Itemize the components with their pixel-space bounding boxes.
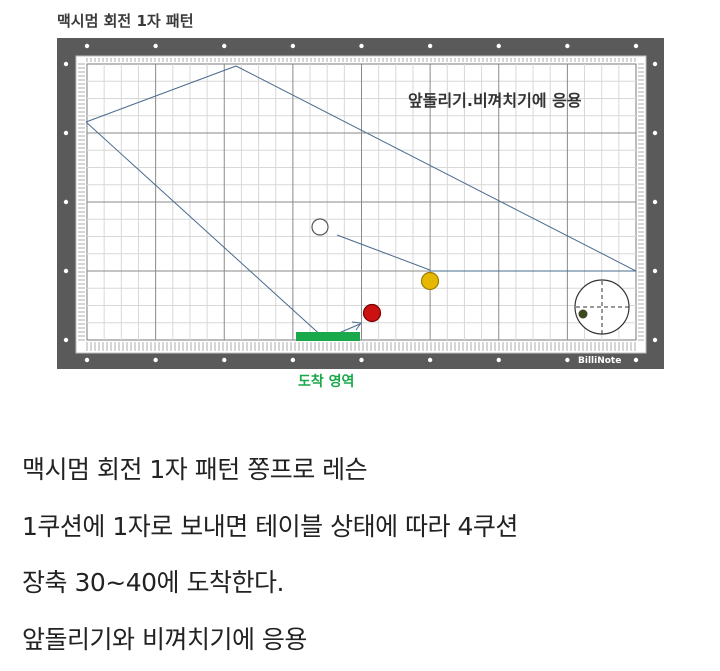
path-cue-to-yellow — [336, 234, 431, 271]
diamond-marker-icon — [565, 43, 570, 49]
description-line-2: 1쿠션에 1자로 보내면 테이블 상태에 따라 4쿠션 — [22, 512, 518, 541]
billiard-diagram: 맥시멈 회전 1자 패턴 앞돌리기.비껴치기에 응용 BilliNote 도착 … — [57, 12, 664, 390]
diamond-marker-icon — [652, 337, 658, 343]
diamond-marker-icon — [633, 43, 639, 49]
rail-ticks — [78, 58, 644, 351]
diamond-marker-icon — [359, 43, 364, 49]
object-ball-yellow — [420, 271, 440, 291]
diamond-marker-icon — [652, 199, 658, 205]
diamond-marker-icon — [84, 43, 90, 49]
diamond-marker-icon — [63, 130, 69, 136]
diamond-marker-icon — [84, 357, 90, 363]
cue-ball-white — [311, 218, 329, 236]
diamond-marker-icon — [63, 61, 69, 67]
diamond-markers — [63, 43, 658, 363]
diamond-marker-icon — [153, 43, 158, 49]
description-line-1: 맥시멈 회전 1자 패턴 쫑프로 레슨 — [22, 455, 368, 484]
object-ball-red — [362, 303, 382, 323]
diamond-marker-icon — [496, 43, 501, 49]
brand-label: BilliNote — [578, 356, 621, 366]
diamond-marker-icon — [652, 268, 658, 274]
path-to-third-cushion — [85, 65, 237, 123]
diamond-marker-icon — [290, 357, 296, 363]
diamond-marker-icon — [222, 357, 227, 363]
diamond-marker-icon — [652, 130, 658, 136]
diamond-marker-icon — [652, 61, 658, 67]
diamond-marker-icon — [63, 199, 69, 205]
diamond-marker-icon — [496, 357, 501, 363]
description-line-4: 앞돌리기와 비껴치기에 응용 — [22, 625, 307, 654]
arrival-zone — [296, 332, 360, 341]
diamond-marker-icon — [153, 357, 158, 363]
diamond-marker-icon — [359, 357, 364, 363]
diamond-marker-icon — [633, 357, 639, 363]
diamond-marker-icon — [427, 357, 433, 363]
diamond-marker-icon — [427, 43, 433, 49]
path-to-fourth-cushion — [85, 121, 326, 340]
description-line-3: 장축 30~40에 도착한다. — [22, 568, 284, 597]
diamond-marker-icon — [290, 43, 296, 49]
application-note: 앞돌리기.비껴치기에 응용 — [408, 91, 582, 110]
tip-point-icon — [578, 309, 588, 319]
tip-position-indicator — [574, 279, 630, 335]
diamond-marker-icon — [63, 268, 69, 274]
diamond-marker-icon — [565, 357, 570, 363]
path-to-second-cushion — [235, 65, 637, 272]
diagram-title: 맥시멈 회전 1자 패턴 — [57, 12, 194, 30]
arrow-head-icon — [351, 321, 362, 331]
grid-major — [87, 64, 636, 340]
diamond-marker-icon — [222, 43, 227, 49]
diamond-marker-icon — [63, 337, 69, 343]
arrival-label: 도착 영역 — [298, 373, 354, 390]
